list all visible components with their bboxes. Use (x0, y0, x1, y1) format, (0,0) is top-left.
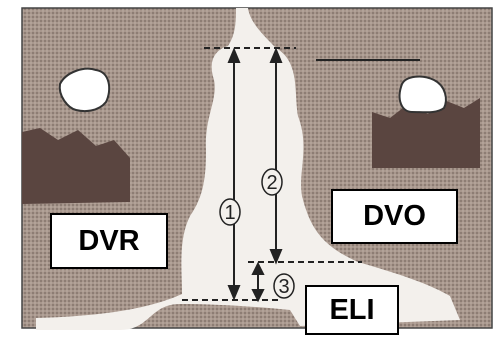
label-dvo: DVO (331, 189, 458, 244)
label-eli: ELI (305, 285, 399, 335)
arrow-2 (269, 47, 283, 265)
marker-2: 2 (261, 168, 283, 196)
arrow-1 (227, 47, 241, 301)
marker-3: 3 (273, 273, 295, 299)
central-canal (36, 8, 460, 330)
svg-text:1: 1 (224, 202, 235, 224)
right-dark-band (372, 98, 480, 168)
svg-text:2: 2 (266, 172, 277, 194)
label-dvr: DVR (50, 213, 168, 269)
left-dark-band (22, 128, 130, 204)
svg-text:3: 3 (278, 276, 289, 298)
marker-1: 1 (219, 198, 241, 226)
arrow-3 (251, 261, 265, 303)
left-white-shape (58, 67, 111, 112)
right-white-shape (398, 75, 447, 114)
